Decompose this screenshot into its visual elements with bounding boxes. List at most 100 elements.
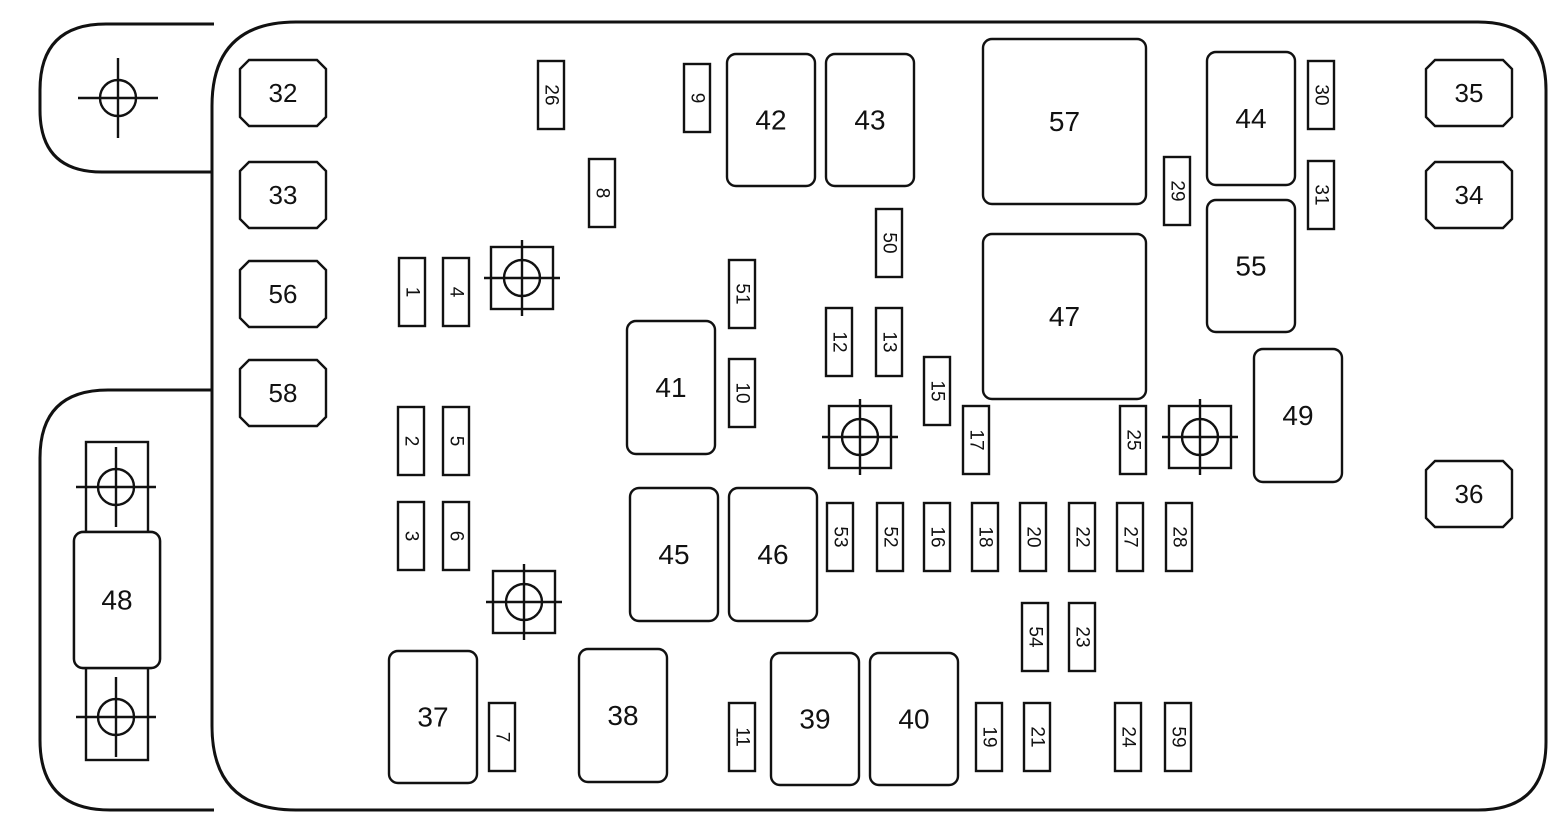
fuse-3-label: 3: [401, 531, 422, 542]
relay-42-outline: [725, 52, 817, 188]
relay-56-label: 56: [269, 279, 298, 309]
fuse-51-label: 51: [732, 283, 753, 304]
fuse-23-outline: [1067, 601, 1097, 673]
relay-36-label: 36: [1455, 479, 1484, 509]
fuse-23-label: 23: [1072, 626, 1093, 647]
fuse-59: 59: [1163, 701, 1193, 773]
fuse-13-outline: [874, 306, 904, 378]
relay-58-label: 58: [269, 378, 298, 408]
fuse-19-outline: [974, 701, 1004, 773]
fuse-5: 5: [441, 405, 471, 477]
fuse-13-label: 13: [879, 331, 900, 352]
relay-57-outline: [981, 37, 1148, 206]
fuse-30: 30: [1306, 59, 1336, 131]
fuse-18: 18: [970, 501, 1000, 573]
fuse-54: 54: [1020, 601, 1050, 673]
relay-43-label: 43: [854, 105, 885, 136]
fuse-1-label: 1: [402, 287, 423, 298]
fuse-24: 24: [1113, 701, 1143, 773]
relay-33: 33: [238, 160, 328, 230]
relay-58: 58: [238, 358, 328, 428]
fuse-25-outline: [1118, 404, 1148, 476]
fuse-5-label: 5: [446, 436, 467, 447]
fuse-2-label: 2: [401, 436, 422, 447]
fuse-19: 19: [974, 701, 1004, 773]
relay-34-outline: [1424, 160, 1514, 230]
fuse-7: 7: [487, 701, 517, 773]
relay-38-label: 38: [607, 700, 638, 731]
fuse-31-outline: [1306, 159, 1336, 231]
fuse-1: 1: [397, 256, 427, 328]
fuse-29-label: 29: [1167, 180, 1188, 201]
fuse-6-label: 6: [446, 531, 467, 542]
fuse-16-outline: [922, 501, 952, 573]
fuse-12-label: 12: [829, 331, 850, 352]
relay-44: 44: [1205, 50, 1297, 187]
fuse-7-label: 7: [492, 732, 513, 743]
relay-43: 43: [824, 52, 916, 188]
fuse-10-outline: [727, 357, 757, 429]
fuse-2-outline: [396, 405, 426, 477]
relay-33-outline: [238, 160, 328, 230]
mounting-point-icon: [486, 564, 562, 640]
relay-45-label: 45: [658, 539, 689, 570]
fuse-5-outline: [441, 405, 471, 477]
fuse-27: 27: [1115, 501, 1145, 573]
relay-57-label: 57: [1049, 106, 1080, 137]
relay-49: 49: [1252, 347, 1344, 484]
fuse-11: 11: [727, 701, 757, 773]
relay-33-label: 33: [269, 180, 298, 210]
fuse-50: 50: [874, 207, 904, 279]
fuse-22: 22: [1067, 501, 1097, 573]
fuse-15-outline: [922, 355, 952, 427]
fuse-24-outline: [1113, 701, 1143, 773]
fuse-52: 52: [875, 501, 905, 573]
relay-55-outline: [1205, 198, 1297, 334]
relay-57: 57: [981, 37, 1148, 206]
fuse-30-label: 30: [1311, 84, 1332, 105]
relay-41-label: 41: [655, 372, 686, 403]
fuse-9-label: 9: [687, 93, 708, 104]
fuse-11-outline: [727, 701, 757, 773]
fuse-53: 53: [825, 501, 855, 573]
relay-47-outline: [981, 232, 1148, 401]
relay-41: 41: [625, 319, 717, 456]
relay-47: 47: [981, 232, 1148, 401]
fuse-28-outline: [1164, 501, 1194, 573]
fuse-13: 13: [874, 306, 904, 378]
relay-44-outline: [1205, 50, 1297, 187]
fuse-59-label: 59: [1168, 726, 1189, 747]
fuse-4: 4: [441, 256, 471, 328]
mounting-point-icon: [1162, 399, 1238, 475]
fuse-28-label: 28: [1169, 526, 1190, 547]
fuse-18-outline: [970, 501, 1000, 573]
fuse-3: 3: [396, 500, 426, 572]
fuse-50-label: 50: [879, 232, 900, 253]
fuse-51: 51: [727, 258, 757, 330]
fuse-12-outline: [824, 306, 854, 378]
relay-45: 45: [628, 486, 720, 623]
mounting-point-icon: [76, 447, 156, 527]
fuse-4-outline: [441, 256, 471, 328]
relay-45-outline: [628, 486, 720, 623]
fuse-6: 6: [441, 500, 471, 572]
relay-46: 46: [727, 486, 819, 623]
fuse-28: 28: [1164, 501, 1194, 573]
relay-32: 32: [238, 58, 328, 128]
fuse-20-label: 20: [1023, 526, 1044, 547]
fuse-27-outline: [1115, 501, 1145, 573]
fuse-10-label: 10: [732, 382, 753, 403]
relay-36-outline: [1424, 459, 1514, 529]
relay-39-outline: [769, 651, 861, 787]
relay-37-outline: [387, 649, 479, 785]
relay-48-outline-front: [72, 530, 162, 670]
fuse-15-label: 15: [927, 380, 948, 401]
relay-43-outline: [824, 52, 916, 188]
fuse-54-outline: [1020, 601, 1050, 673]
fuse-54-label: 54: [1025, 626, 1046, 648]
fuse-7-outline: [487, 701, 517, 773]
fuse-30-outline: [1306, 59, 1336, 131]
fuse-26: 26: [536, 59, 566, 131]
fuse-53-label: 53: [830, 526, 851, 547]
